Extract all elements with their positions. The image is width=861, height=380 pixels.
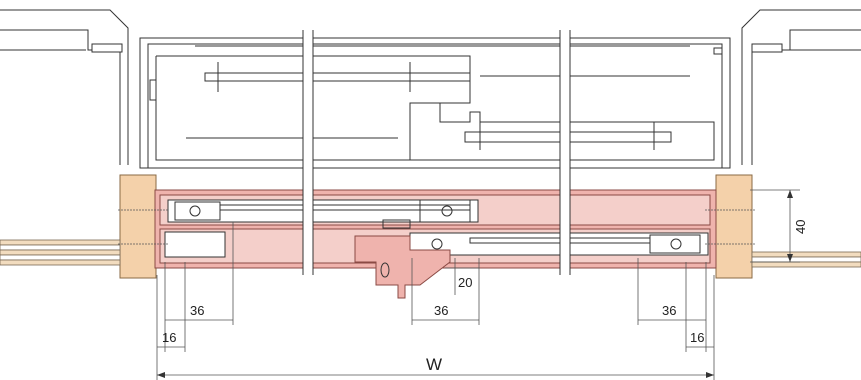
right-wood-frame bbox=[715, 174, 753, 279]
dim-left-offset-label: 16 bbox=[162, 330, 176, 345]
dim-center-offset-label: 36 bbox=[434, 303, 448, 318]
upper-rail-box bbox=[139, 37, 731, 169]
dim-right-inner-label: 36 bbox=[662, 303, 676, 318]
dim-drop-label: 20 bbox=[458, 275, 472, 290]
right-floor-strip bbox=[751, 251, 861, 268]
right-screws bbox=[705, 209, 755, 245]
dimension-lines bbox=[156, 189, 800, 380]
left-screws bbox=[118, 209, 168, 245]
dim-overall-width-label: W bbox=[426, 355, 442, 374]
right-ceiling-structure bbox=[741, 9, 861, 165]
door-panel-assembly bbox=[154, 189, 717, 269]
left-ceiling-structure bbox=[0, 9, 129, 165]
dim-left-inner-label: 36 bbox=[190, 303, 204, 318]
dim-height-label: 40 bbox=[793, 220, 808, 234]
hanger-bracket bbox=[354, 235, 451, 299]
left-floor-strip bbox=[0, 239, 121, 266]
break-lines bbox=[302, 30, 571, 275]
left-wood-frame bbox=[119, 174, 157, 279]
dim-right-offset-label: 16 bbox=[690, 330, 704, 345]
